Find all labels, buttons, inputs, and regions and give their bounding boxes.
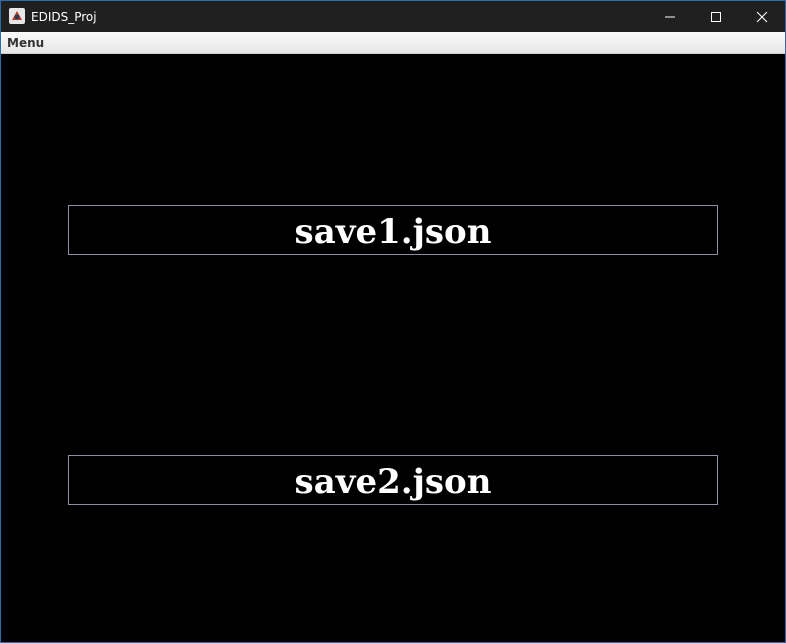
maximize-button[interactable] — [693, 1, 739, 32]
minimize-button[interactable] — [647, 1, 693, 32]
save-slot-button[interactable]: save1.json — [68, 205, 718, 255]
close-icon — [756, 11, 768, 23]
menu-item-menu[interactable]: Menu — [7, 36, 45, 50]
maximize-icon — [711, 12, 721, 22]
save-slot-button[interactable]: save2.json — [68, 455, 718, 505]
save-list-panel: save1.json save2.json — [1, 54, 785, 642]
title-bar[interactable]: EDIDS_Proj — [1, 1, 785, 32]
window-title: EDIDS_Proj — [31, 10, 97, 24]
java-app-icon — [9, 8, 25, 24]
minimize-icon — [665, 16, 675, 18]
close-button[interactable] — [739, 1, 785, 32]
menu-bar: Menu — [1, 32, 785, 54]
